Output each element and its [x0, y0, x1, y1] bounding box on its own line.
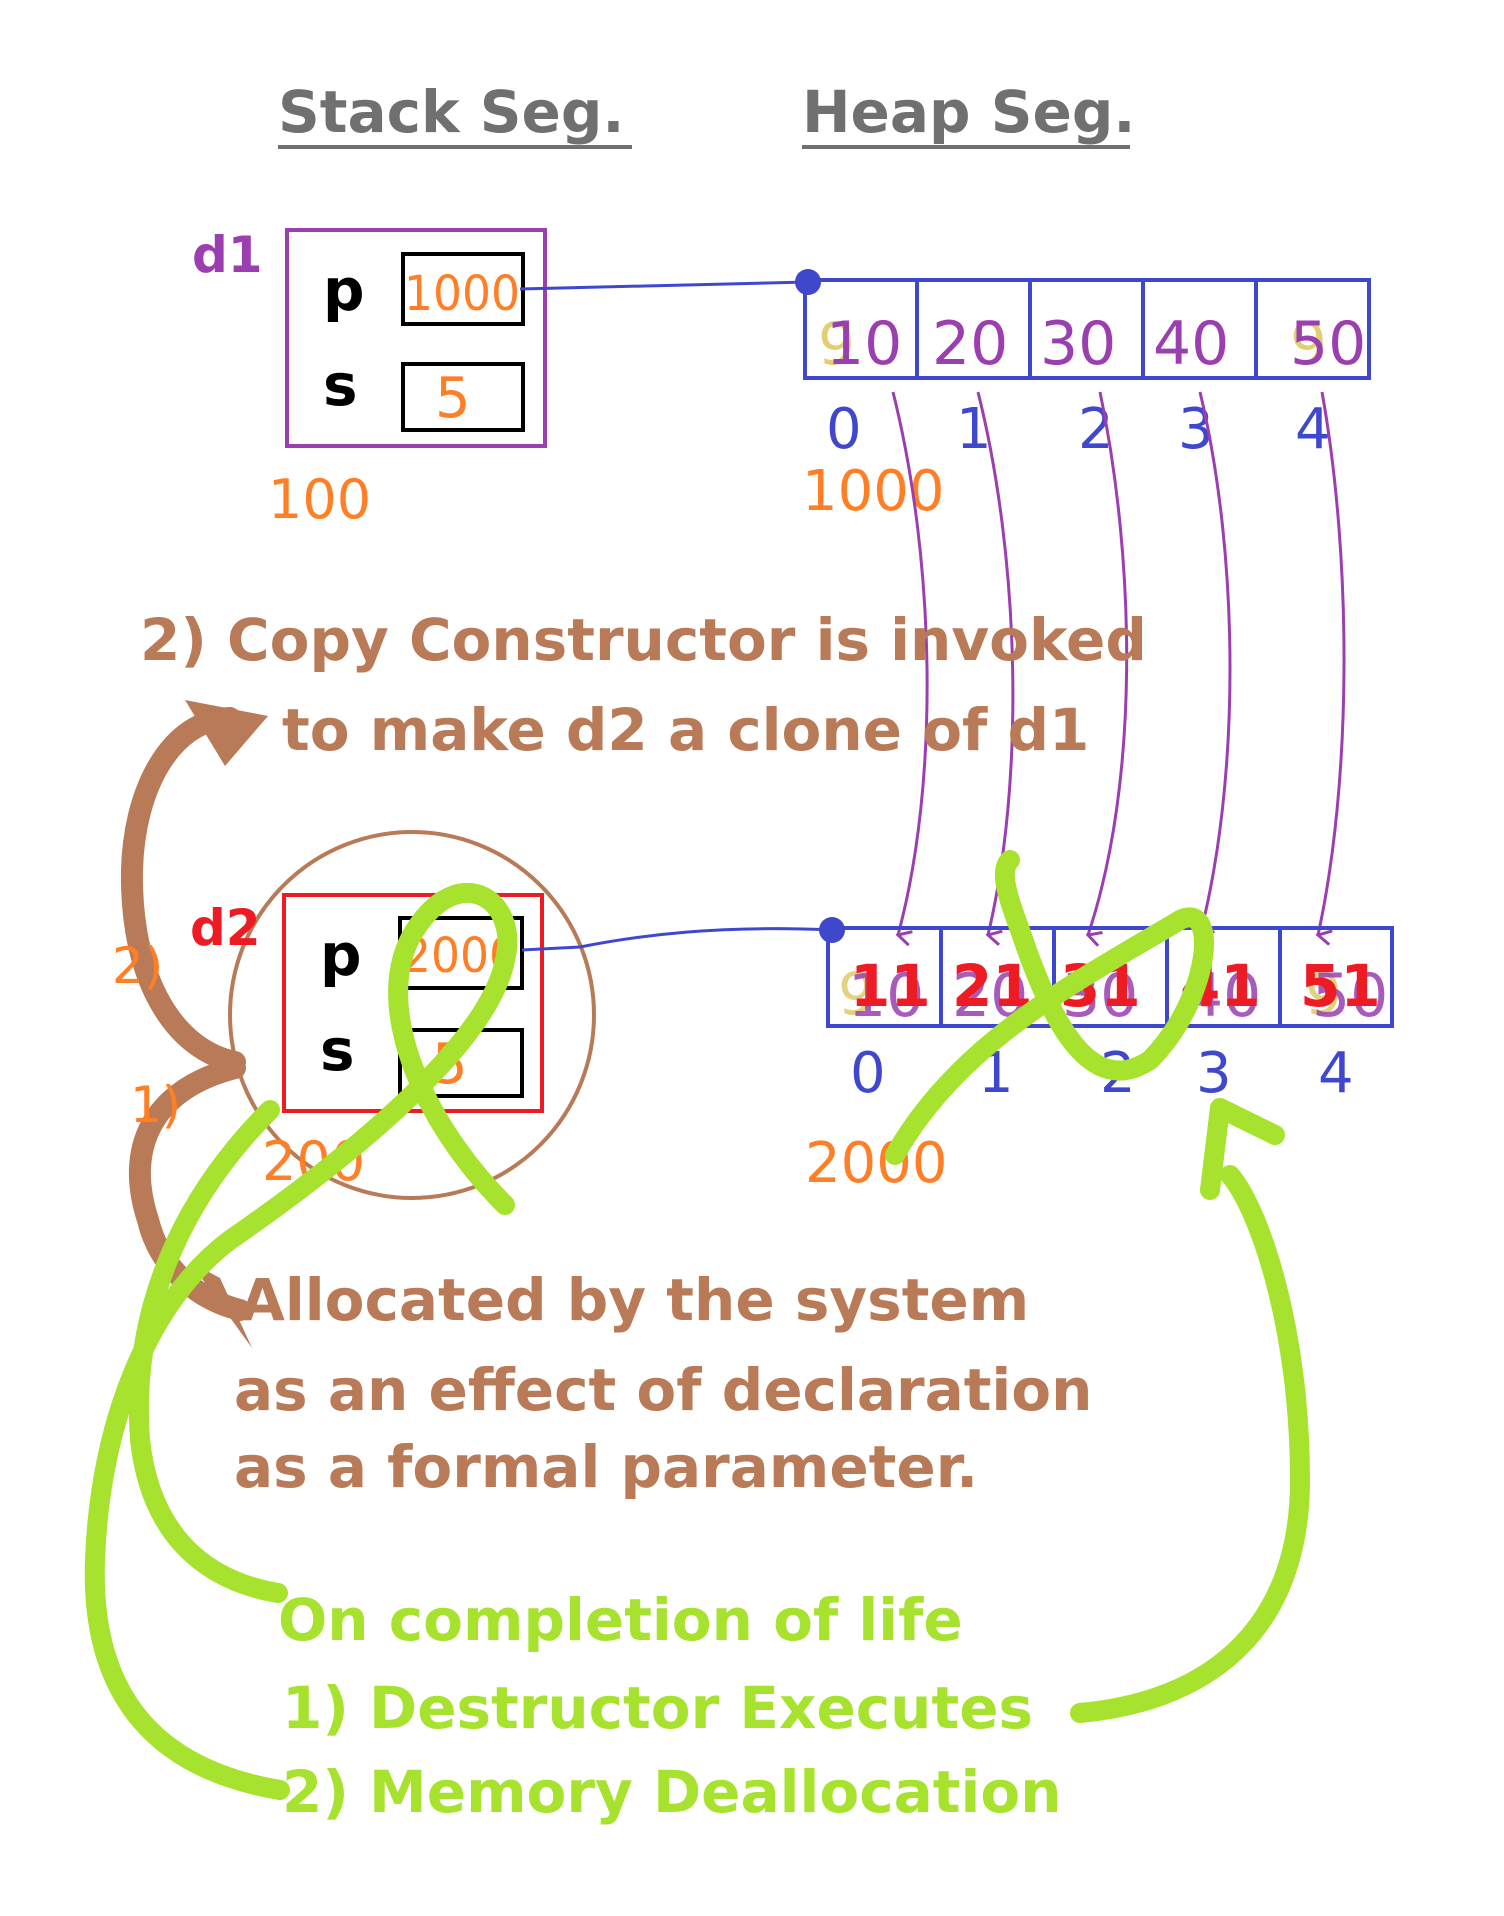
heap1-value-1: 20 — [932, 309, 1008, 379]
alloc-note-line-3: as a formal parameter. — [234, 1433, 978, 1501]
heap1-value-4: 50 — [1290, 309, 1366, 379]
life-completion-note: On completion of life 1) Destructor Exec… — [278, 1586, 1062, 1826]
heap2-new-value-4: 51 — [1300, 952, 1381, 1020]
heap2-old-value-0: 10 — [848, 961, 924, 1031]
life-note-line-1: On completion of life — [278, 1586, 963, 1654]
d1-p-value: 1000 — [404, 266, 520, 322]
stack-segment-header: Stack Seg. — [278, 78, 632, 149]
d1-address: 100 — [268, 468, 371, 531]
d1-s-value: 5 — [435, 366, 471, 431]
heap1-value-0: 10 — [826, 309, 902, 379]
heap2-address: 2000 — [805, 1131, 948, 1196]
d1-pointer-line — [519, 269, 821, 295]
copy-note-line-1: 2) Copy Constructor is invoked — [140, 606, 1147, 674]
d2-s-label: s — [320, 1016, 355, 1084]
heap2-faded-4: 9 — [1305, 960, 1342, 1028]
heap1-value-2: 30 — [1040, 309, 1116, 379]
heap2-array: 9 9 10 20 30 40 50 11 21 31 41 51 0 1 2 … — [805, 926, 1394, 1196]
heap2-faded-0: 9 — [838, 960, 875, 1028]
d1-label: d1 — [192, 226, 263, 284]
heap2-new-value-0: 11 — [850, 952, 931, 1020]
heap1-index-0: 0 — [826, 397, 862, 462]
heap1-faded-4: 9 — [1290, 310, 1327, 378]
heap2-index-0: 0 — [850, 1041, 886, 1106]
alloc-note-line-1: Allocated by the system — [240, 1266, 1029, 1334]
heap1-address: 1000 — [802, 459, 945, 524]
svg-text:Stack Seg.: Stack Seg. — [278, 78, 624, 146]
copy-note-line-2: to make d2 a clone of d1 — [282, 696, 1089, 764]
heap2-index-3: 3 — [1196, 1041, 1232, 1106]
heap-segment-header: Heap Seg. — [802, 78, 1135, 149]
svg-text:Heap Seg.: Heap Seg. — [802, 78, 1135, 146]
heap1-faded-0: 9 — [818, 310, 855, 378]
alloc-note-line-2: as an effect of declaration — [234, 1356, 1092, 1424]
d2-step-2-label: 2) — [112, 937, 163, 995]
destruction-scribbles — [84, 850, 1310, 1800]
life-note-line-3: 2) Memory Deallocation — [282, 1758, 1062, 1826]
d2-step-1-label: 1) — [130, 1076, 181, 1134]
d1-s-label: s — [323, 351, 358, 419]
d2-p-label: p — [320, 921, 362, 989]
life-note-line-2: 1) Destructor Executes — [282, 1674, 1033, 1742]
d2-label: d2 — [190, 899, 261, 957]
flow-arrows — [120, 700, 268, 1348]
heap1-value-3: 40 — [1153, 309, 1229, 379]
allocation-note: Allocated by the system as an effect of … — [234, 1266, 1092, 1501]
d1-p-label: p — [323, 256, 365, 324]
d1-object: d1 p 1000 s 5 100 — [192, 226, 547, 531]
heap2-old-value-4: 50 — [1312, 961, 1388, 1031]
heap2-index-4: 4 — [1318, 1041, 1354, 1106]
heap1-array: 9 9 10 20 30 40 50 0 1 2 3 4 1000 — [802, 278, 1371, 524]
copy-constructor-note: 2) Copy Constructor is invoked to make d… — [140, 606, 1147, 764]
